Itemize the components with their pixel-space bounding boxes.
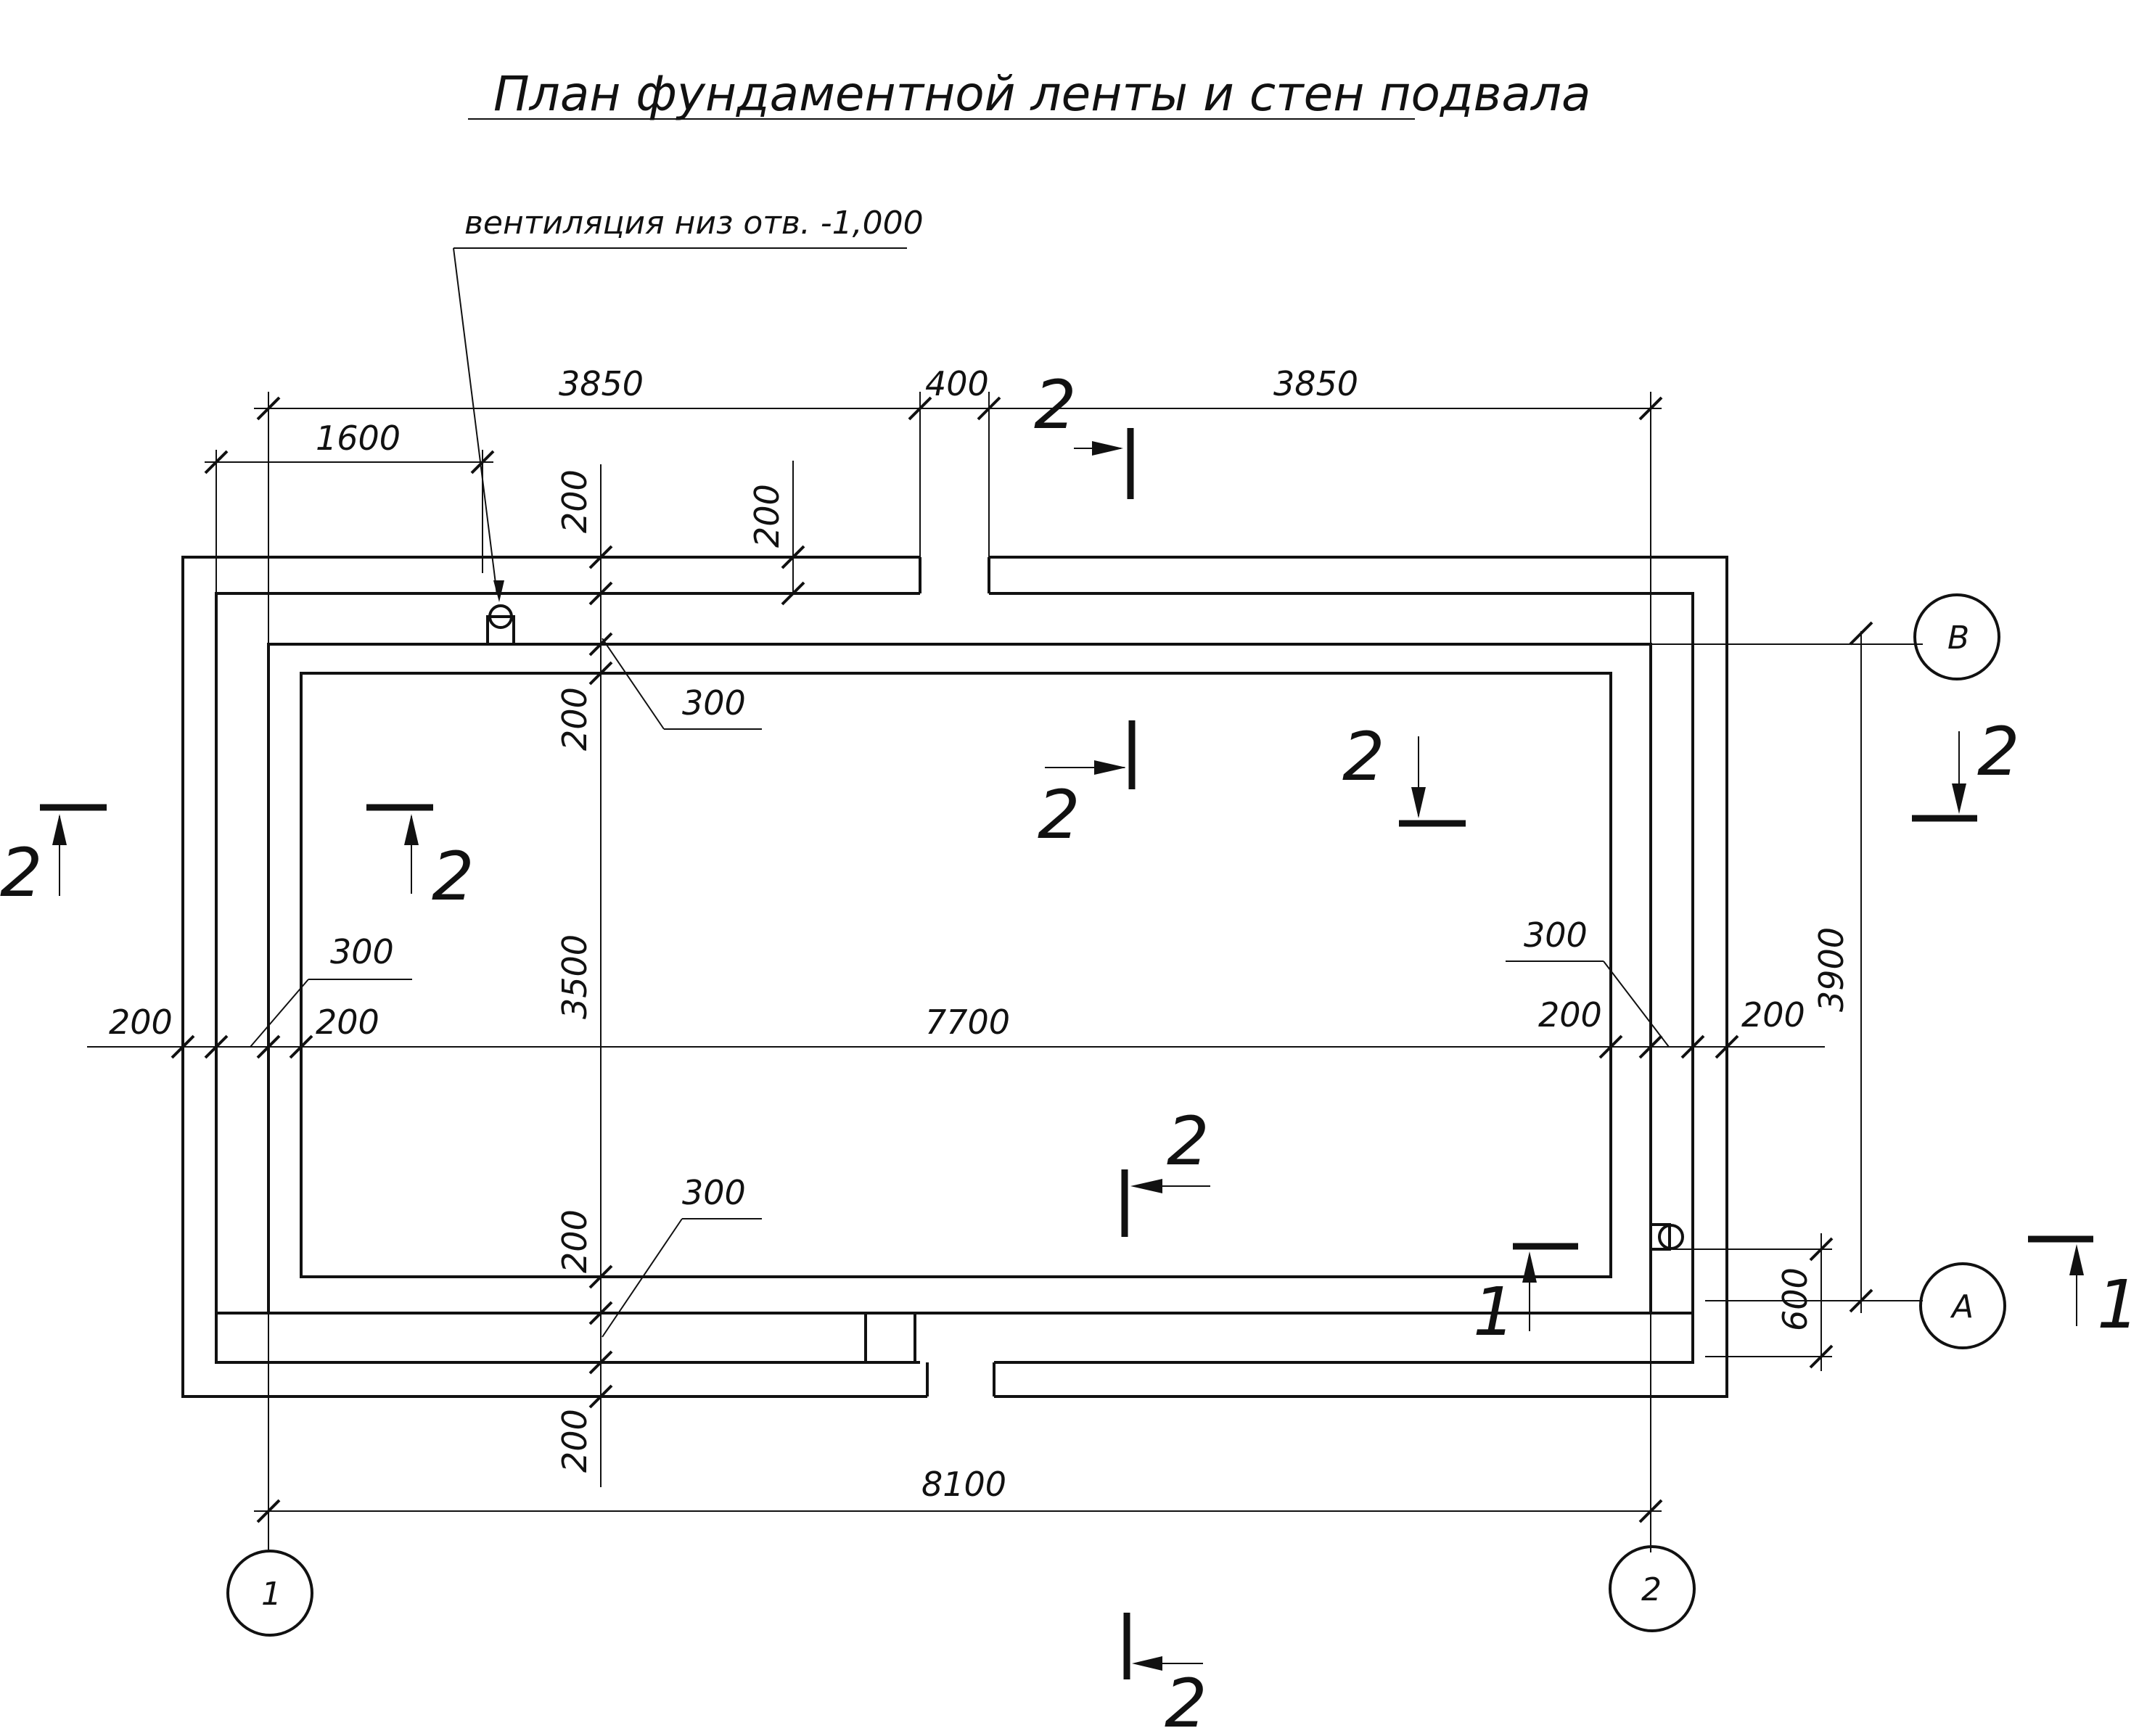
dim-ticks-200-top-b — [781, 545, 805, 606]
note-leader — [453, 247, 498, 596]
basement-wall-outer — [267, 643, 1652, 1315]
dim-200-top-b: 200 — [747, 484, 787, 548]
dim-1600: 1600 — [316, 419, 401, 458]
dim-7700: 7700 — [925, 1003, 1010, 1042]
dim-ticks-1600 — [204, 450, 495, 474]
section-mark-outer-right-arrowhead — [1952, 783, 1966, 814]
section-mark-inner-left-arrowhead — [404, 814, 419, 845]
axis-label-b: В — [1947, 620, 1969, 657]
dim-3850-right: 3850 — [1273, 364, 1358, 403]
dim-200-left-inner: 200 — [316, 1003, 379, 1042]
axis-label-1: 1 — [261, 1576, 282, 1613]
dim-200-left-outer: 200 — [109, 1003, 173, 1042]
basement-wall-inner — [300, 672, 1612, 1278]
ventilation-note: вентиляция низ отв. -1,000 — [464, 205, 924, 242]
section-mark-1-outer-arrowhead — [2069, 1244, 2084, 1275]
dim-ticks-vertical-chain — [588, 545, 613, 1409]
dim-300-bottom: 300 — [682, 1173, 746, 1212]
strip-outer-left — [215, 592, 920, 1364]
dim-200-right-outer: 200 — [1741, 995, 1805, 1034]
section-mark-lower-arrowhead — [1130, 1179, 1162, 1193]
outer-wall-left-part — [181, 556, 927, 1398]
note-arrowhead — [493, 580, 504, 602]
dim-600: 600 — [1776, 1267, 1815, 1331]
dim-200-mid: 200 — [555, 687, 594, 751]
dim-300-top: 300 — [682, 683, 746, 723]
section-mark-1-inner-arrowhead — [1522, 1251, 1537, 1283]
dim-ticks-600 — [1809, 1237, 1834, 1369]
dim-300-left: 300 — [330, 932, 394, 971]
dim-300-right: 300 — [1524, 916, 1588, 955]
section-label-inner-right: 2 — [1342, 718, 1385, 796]
section-label-top: 2 — [1034, 366, 1077, 444]
vent-circle-right — [1658, 1224, 1684, 1250]
dim-3500: 3500 — [555, 934, 594, 1019]
dim-ticks-8100 — [256, 1499, 1663, 1523]
axis-label-2: 2 — [1641, 1571, 1662, 1608]
axis-marker-a — [1919, 1262, 2006, 1349]
vent-opening-top — [486, 615, 515, 646]
dim-ticks-horizontal-chain — [171, 1034, 1739, 1059]
dim-ticks-3900 — [1849, 621, 1873, 1313]
dim-3900: 3900 — [1812, 927, 1851, 1012]
strip-outer-right — [989, 592, 1694, 1364]
section-label-outer-left: 2 — [0, 834, 43, 912]
bottom-pilaster — [864, 1312, 916, 1364]
section-label-lower: 2 — [1167, 1103, 1210, 1180]
axis-marker-2 — [1609, 1545, 1696, 1632]
section-label-inner-left: 2 — [432, 838, 475, 916]
dim-3850-left: 3850 — [559, 364, 644, 403]
dim-200-bottom-b: 200 — [555, 1409, 594, 1473]
section-label-bottom: 2 — [1165, 1665, 1207, 1736]
dim-ticks-top — [256, 396, 1663, 421]
leader-300-top — [602, 638, 665, 730]
drawing-title: План фундаментной ленты и стен подвала — [493, 66, 1590, 122]
vent-circle-top — [488, 604, 513, 629]
dim-200-top-a: 200 — [555, 469, 594, 533]
section-label-outer-right: 2 — [1977, 713, 2020, 791]
section-label-1-inner: 1 — [1473, 1273, 1516, 1351]
dim-400: 400 — [925, 364, 989, 403]
section-mark-bottom-arrowhead — [1132, 1656, 1162, 1671]
dim-8100: 8100 — [921, 1465, 1006, 1504]
leader-300-left — [250, 979, 309, 1048]
leader-300-bottom — [602, 1218, 683, 1338]
section-mark-inner-top-arrowhead — [1094, 760, 1126, 775]
section-mark-outer-left-arrowhead — [52, 814, 67, 845]
section-mark-top-arrowhead — [1092, 441, 1123, 456]
section-label-1-outer: 1 — [2097, 1266, 2140, 1344]
section-label-inner-top: 2 — [1038, 776, 1080, 854]
leader-300-right — [1603, 960, 1670, 1048]
dim-200-bottom-a: 200 — [555, 1209, 594, 1273]
section-mark-inner-right-arrowhead — [1411, 787, 1426, 818]
dim-200-right-inner: 200 — [1538, 995, 1602, 1034]
axis-label-a: А — [1950, 1288, 1974, 1325]
axis-marker-1 — [226, 1550, 313, 1637]
outer-wall-right-part — [989, 556, 1728, 1398]
axis-marker-b — [1913, 593, 2000, 680]
